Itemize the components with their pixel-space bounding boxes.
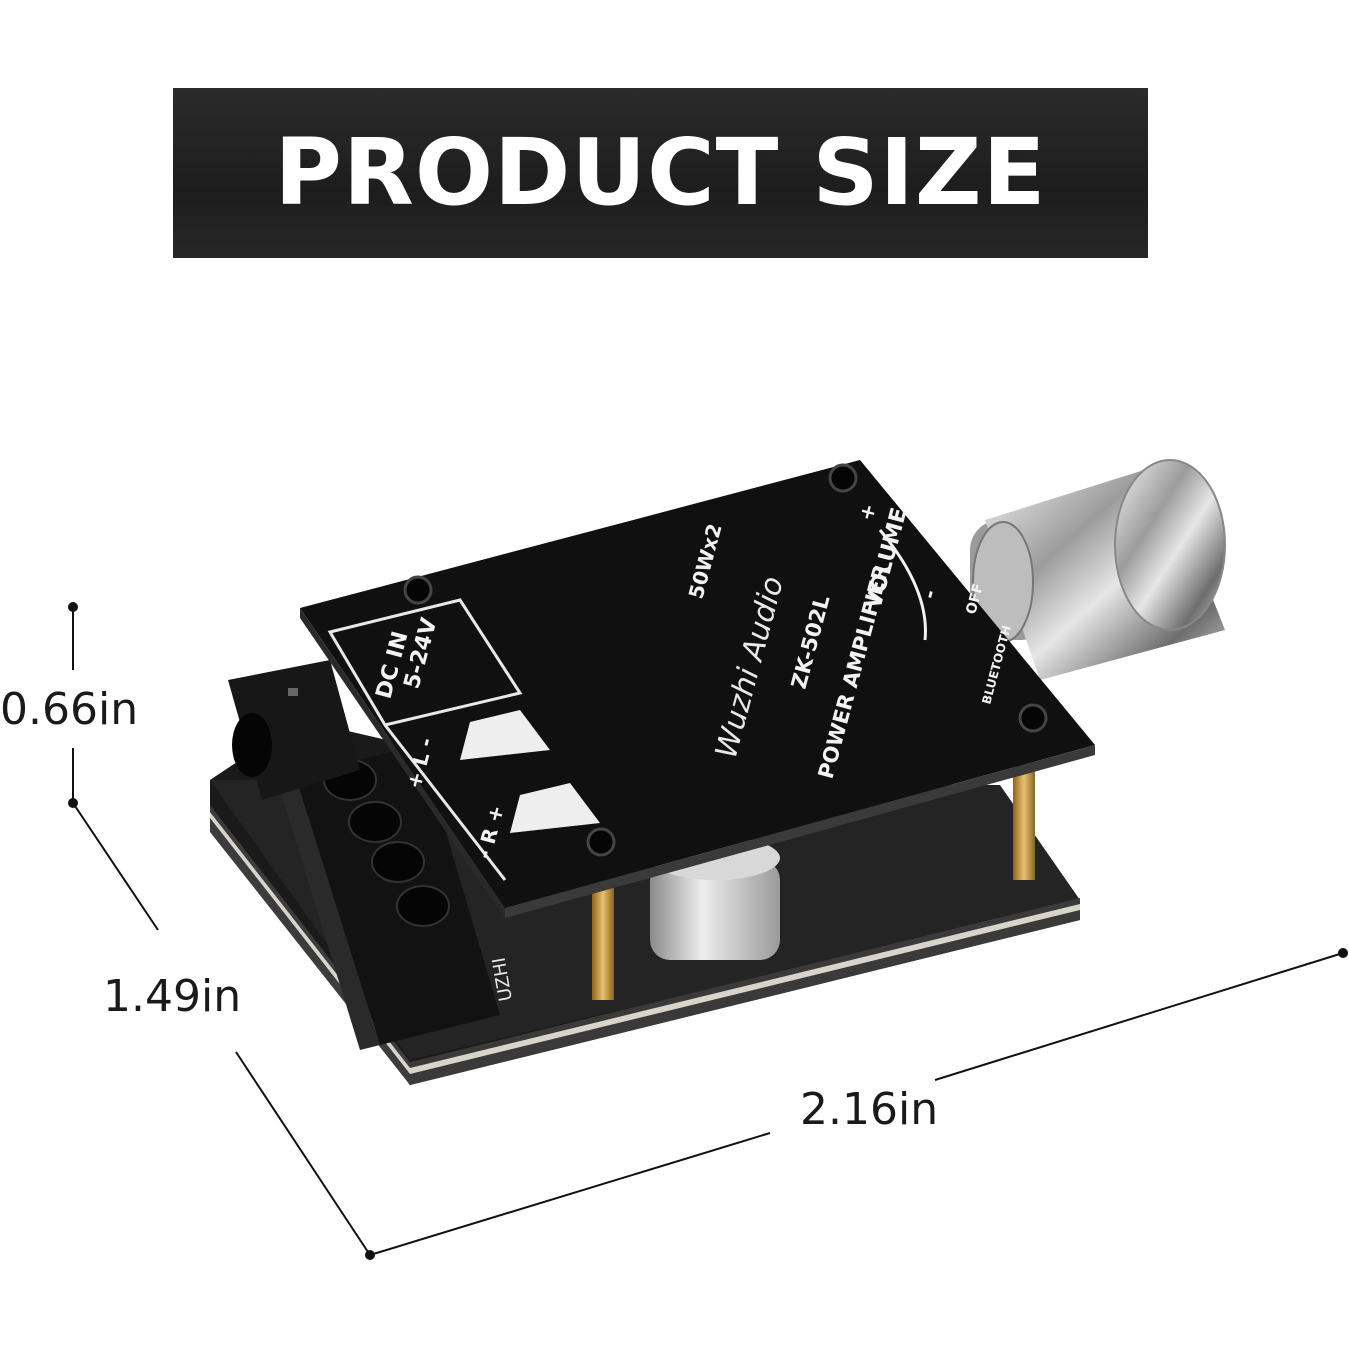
volume-knob[interactable] xyxy=(970,459,1226,680)
width-dimension-line xyxy=(72,802,371,1256)
dc-power-jack xyxy=(228,660,360,800)
length-dimension-line xyxy=(365,948,1348,1260)
off-label: OFF xyxy=(963,582,986,616)
banner-title: PRODUCT SIZE xyxy=(274,119,1047,226)
title-banner: PRODUCT SIZE xyxy=(173,88,1148,258)
length-dimension-label: 2.16in xyxy=(800,1084,939,1135)
volume-plus-label: + xyxy=(854,501,882,523)
standoff-pins xyxy=(592,760,1035,1000)
speaker-terminal-block xyxy=(280,745,500,1050)
width-dimension-label: 1.49in xyxy=(103,971,242,1022)
height-dimension-label: 0.66in xyxy=(0,684,139,735)
top-pcb xyxy=(300,460,1095,918)
